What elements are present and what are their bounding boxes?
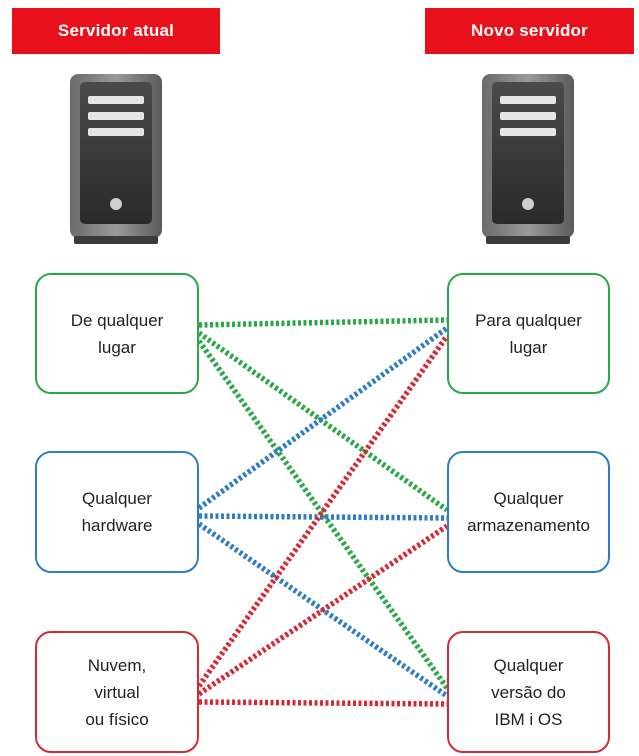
target-label: Qualquer versão do IBM i OS bbox=[491, 655, 566, 729]
source-label: Qualquer hardware bbox=[81, 489, 153, 535]
current-server-title: Servidor atual bbox=[57, 21, 175, 40]
target-box-anywhere: Para qualquer lugar bbox=[447, 273, 610, 394]
connection-line-blue bbox=[197, 325, 449, 511]
new-server-banner: Novo servidor bbox=[425, 8, 634, 54]
source-label: De qualquer lugar bbox=[70, 310, 164, 357]
connection-line-blue bbox=[198, 513, 448, 521]
current-server-banner: Servidor atual bbox=[12, 8, 220, 54]
source-box-cloud: Nuvem, virtual ou físico bbox=[35, 631, 199, 753]
target-box-ibmi-os: Qualquer versão do IBM i OS bbox=[447, 631, 610, 753]
target-label: Qualquer armazenamento bbox=[467, 489, 590, 535]
server-tower-icon bbox=[482, 74, 574, 244]
source-label: Nuvem, virtual ou físico bbox=[85, 655, 149, 729]
connection-line-green bbox=[198, 317, 448, 328]
target-label: Para qualquer lugar bbox=[475, 310, 582, 357]
connection-line-red bbox=[197, 523, 449, 697]
connection-line-red bbox=[198, 699, 448, 707]
server-tower-icon bbox=[70, 74, 162, 244]
new-server-title: Novo servidor bbox=[471, 21, 588, 40]
source-box-hardware: Qualquer hardware bbox=[35, 451, 199, 573]
source-box-anywhere: De qualquer lugar bbox=[35, 273, 199, 394]
target-box-storage: Qualquer armazenamento bbox=[447, 451, 610, 573]
connection-line-green bbox=[197, 330, 449, 513]
